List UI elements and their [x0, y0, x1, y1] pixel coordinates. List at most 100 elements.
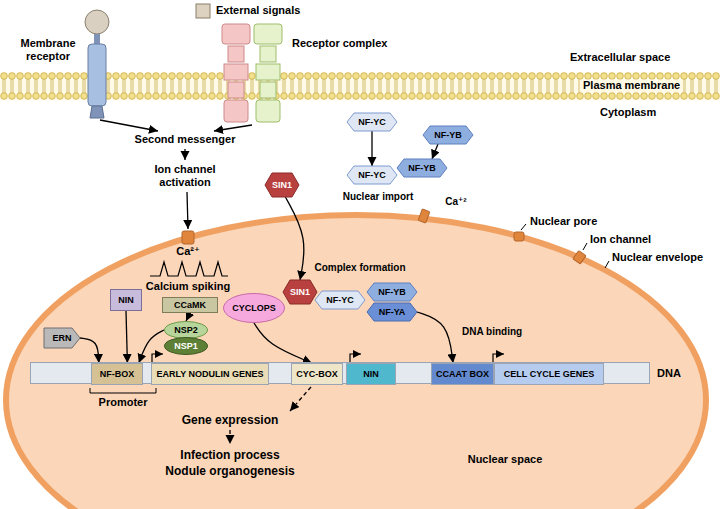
- hexagon-shape: [283, 280, 317, 304]
- annotation-label: Plasma membrane: [580, 79, 683, 92]
- dna-segment: CELL CYCLE GENES: [494, 363, 604, 385]
- signal-arrows: [100, 120, 252, 229]
- annotation-label: Nuclear import: [343, 191, 414, 203]
- annotation-label: Calcium spiking: [146, 280, 230, 293]
- lipid-bilayer: [0, 72, 720, 100]
- protein-node: SIN1: [265, 173, 299, 197]
- protein-node: NF-YB: [397, 159, 447, 177]
- ion-channel-symbol: [573, 251, 586, 264]
- node-label: NF-YC: [326, 295, 354, 305]
- annotation-label: Second messenger: [135, 133, 236, 146]
- tss-arrows: [152, 354, 504, 362]
- annotation-label: Ca²⁺: [176, 245, 200, 258]
- hexagon-shape: [397, 159, 447, 177]
- protein-node: CCaMK: [162, 297, 218, 313]
- node-label: ERN: [52, 333, 71, 343]
- node-label: CCaMK: [174, 300, 206, 310]
- signal-connector: [432, 144, 438, 159]
- leader-lines: [521, 224, 609, 268]
- node-label: SIN1: [290, 287, 310, 297]
- signal-connector: [126, 311, 127, 363]
- annotation-label: Complex formation: [314, 262, 405, 274]
- signal-connector: [254, 323, 312, 363]
- node-label: NF-YB: [408, 163, 436, 173]
- hexagon-shape: [315, 291, 365, 309]
- node-label: NF-BOX: [100, 369, 135, 379]
- dna-segment: NIN: [346, 363, 396, 385]
- signal-molecule: [196, 4, 210, 18]
- annotation-label: Nuclear pore: [530, 215, 597, 228]
- strand-label: DNA: [657, 367, 681, 379]
- annotation-label: Ion channel activation: [135, 163, 235, 189]
- annotation-label: Ca⁺²: [445, 196, 466, 208]
- node-label: NIN: [363, 369, 379, 379]
- pore-symbol: [514, 232, 524, 241]
- protein-node: NIN: [110, 289, 142, 311]
- node-label: NF-YC: [358, 170, 386, 180]
- annotation-label: Nuclear envelope: [612, 251, 703, 264]
- hexagon-shape: [347, 166, 397, 184]
- node-label: CYC-BOX: [296, 369, 338, 379]
- node-label: NSP1: [174, 341, 198, 351]
- dna-segment: CYC-BOX: [291, 363, 343, 385]
- node-label: CELL CYCLE GENES: [504, 369, 594, 379]
- protein-node: NSP2: [164, 321, 208, 339]
- annotation-label: Membrane receptor: [8, 37, 88, 63]
- node-label: CCAAT BOX: [436, 369, 489, 379]
- protein-node: NF-YB: [367, 283, 417, 301]
- membrane-ground: [0, 72, 720, 100]
- ellipse-shape: [165, 338, 208, 355]
- hexagon-shape: [367, 303, 417, 321]
- promoter-bracket: [90, 388, 156, 393]
- protein-node: NF-YC: [347, 166, 397, 184]
- node-label: NIN: [118, 295, 134, 305]
- annotation-label: Ion channel: [590, 233, 651, 246]
- hexagon-shape: [347, 113, 397, 131]
- nucleus: [6, 215, 706, 509]
- ellipse-shape: [224, 294, 285, 323]
- protein-node: NF-YA: [367, 303, 417, 321]
- node-label: NF-YC: [358, 117, 386, 127]
- signal-connector: [417, 312, 453, 363]
- ellipse-shape: [165, 322, 208, 339]
- node-label: NF-YA: [379, 307, 406, 317]
- pentagon-shape: [44, 328, 80, 348]
- protein-node: NF-YC: [347, 113, 397, 131]
- protein-node: SIN1: [283, 280, 317, 304]
- annotation-label: Extracellular space: [570, 51, 670, 64]
- annotation-label: Nuclear space: [468, 453, 543, 466]
- protein-node: NF-YB: [423, 126, 473, 144]
- calcium-spikes: [150, 262, 228, 276]
- dna-segment: CCAAT BOX: [431, 363, 494, 385]
- signal-connector: [186, 313, 190, 321]
- membrane-receptor: [85, 10, 109, 118]
- receptor-complex: [222, 24, 282, 122]
- dna-strand: DNANF-BOXEARLY NODULIN GENESCYC-BOXNINCC…: [30, 362, 650, 384]
- protein-node: NF-YC: [315, 291, 365, 309]
- dna-segment: NF-BOX: [91, 363, 143, 385]
- hexagon-shape: [265, 173, 299, 197]
- protein-node: ERN: [44, 328, 80, 348]
- hexagon-shape: [423, 126, 473, 144]
- protein-node: NSP1: [164, 337, 208, 355]
- node-label: NF-YB: [378, 287, 406, 297]
- node-label: EARLY NODULIN GENES: [156, 369, 263, 379]
- node-label: NF-YB: [434, 130, 462, 140]
- nuclear-pore: [182, 231, 194, 244]
- dna-segment: EARLY NODULIN GENES: [151, 363, 269, 385]
- annotation-label: Receptor complex: [292, 37, 387, 50]
- annotation-label: Nodule organogenesis: [165, 464, 294, 478]
- hexagon-shape: [367, 283, 417, 301]
- protein-node: CYCLOPS: [223, 293, 285, 323]
- annotation-label: Cytoplasm: [600, 106, 656, 119]
- annotation-label: DNA binding: [462, 326, 522, 338]
- node-label: NSP2: [174, 325, 198, 335]
- signal-connector: [371, 131, 372, 166]
- signal-connector: [285, 197, 303, 280]
- annotation-label: Gene expression: [182, 413, 279, 427]
- annotation-label: Infection process: [180, 448, 279, 462]
- calcium-channel: [418, 209, 430, 223]
- annotation-label: External signals: [216, 4, 300, 17]
- signal-connector: [139, 330, 164, 363]
